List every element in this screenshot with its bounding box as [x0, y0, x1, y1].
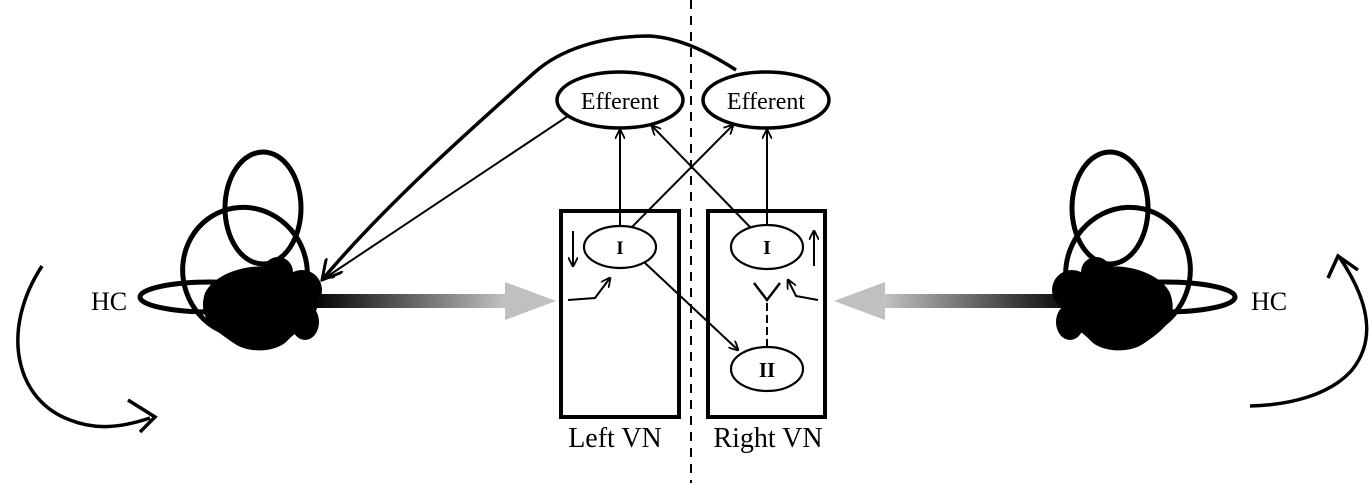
left-vn-label: Left VN [568, 423, 662, 454]
efferent-left: Efferent [555, 70, 685, 130]
right-I-to-left-efferent [652, 126, 751, 228]
neuron-I-right: I [729, 223, 805, 271]
right-inner-ear: inner-ear-labyrinth-icon [1052, 149, 1238, 351]
neuron-I-left: I [582, 224, 658, 270]
left-inner-ear: inner-ear-labyrinth-icon [137, 149, 322, 351]
efferent-to-left-ear-long-path [322, 34, 737, 280]
efferent-right: Efferent [701, 70, 831, 130]
left-afferent-input [567, 278, 610, 301]
efferent-right-label: Efferent [727, 89, 806, 115]
left-efferent-to-ear-line [325, 115, 569, 278]
right-afferent-input [788, 280, 819, 301]
inhibitory-terminal [753, 282, 781, 303]
left-rotation-arrow: curved-rotation-arrow-icon [16, 265, 158, 434]
hc-right-label: HC [1251, 287, 1287, 316]
left-I-to-right-efferent [631, 125, 733, 228]
hc-left-label: HC [91, 287, 127, 316]
right-rotation-arrow: curved-rotation-arrow-icon [1249, 253, 1369, 408]
left-I-to-II [644, 262, 738, 350]
right-vn-label: Right VN [713, 423, 822, 454]
neuron-I-right-label: I [763, 237, 771, 259]
right-afferent-arrow [834, 282, 1076, 320]
left-afferent-arrow [312, 282, 556, 320]
neuron-II: II [729, 345, 805, 393]
neuron-I-left-label: I [616, 238, 623, 259]
neuron-II-label: II [759, 358, 775, 382]
efferent-left-label: Efferent [581, 89, 660, 115]
